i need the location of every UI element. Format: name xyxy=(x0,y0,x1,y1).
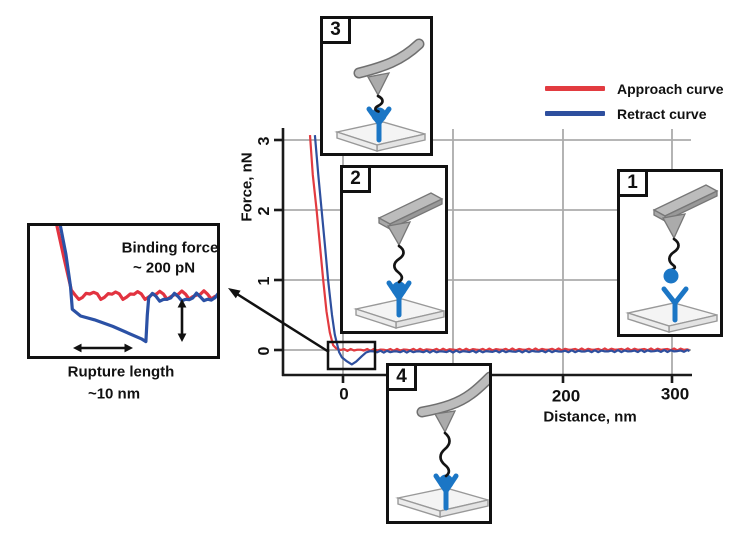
afm-schematic-2 xyxy=(353,192,445,329)
retract-curve-path xyxy=(313,135,690,366)
inset-box-4: 4 xyxy=(386,363,492,524)
x-tick-label-0: 0 xyxy=(339,384,349,404)
ligand-icon xyxy=(371,107,387,123)
ligand-icon xyxy=(438,474,454,490)
inset-1-number-badge: 1 xyxy=(617,169,648,197)
afm-schematic-3 xyxy=(334,38,426,152)
cantilever-icon xyxy=(416,371,489,418)
inset-box-2: 2 xyxy=(340,165,448,334)
inset-4-number-badge: 4 xyxy=(386,363,417,391)
detail-curves xyxy=(55,226,217,344)
retract-curve-legend-label: Retract curve xyxy=(617,106,707,122)
rupture-length-arrow xyxy=(73,343,133,353)
rupture-detail-plot xyxy=(55,226,217,353)
afm-schematic-4 xyxy=(395,371,489,518)
x-tick-label-200: 200 xyxy=(551,386,581,406)
afm-tip-icon xyxy=(366,72,391,97)
afm-schematic-1 xyxy=(625,184,719,333)
detail-annotation-arrow xyxy=(228,288,330,354)
rupture-length-label-line1: Rupture length xyxy=(67,363,175,381)
rupture-detail-inset xyxy=(27,223,220,359)
x-axis-title: Distance, nm xyxy=(543,408,637,426)
cantilever-icon xyxy=(652,184,719,223)
approach-curve-swatch xyxy=(545,86,605,91)
retract-curve-path xyxy=(58,226,217,344)
approach-curve-legend-label: Approach curve xyxy=(617,81,724,97)
afm-tip-icon xyxy=(433,410,457,434)
inset-3-number-badge: 3 xyxy=(320,16,351,44)
inset-box-1: 1 xyxy=(617,169,723,337)
linker-squiggle-icon xyxy=(439,431,451,478)
ligand-icon xyxy=(391,281,407,297)
binding-force-label-line2: ~ 200 pN xyxy=(132,259,196,277)
linker-squiggle-icon xyxy=(668,237,680,271)
receptor-icon xyxy=(661,286,689,323)
inset-box-3: 3 xyxy=(320,16,433,156)
cantilever-icon xyxy=(377,192,444,231)
substrate-icon xyxy=(395,487,489,518)
afm-tip-icon xyxy=(661,213,687,240)
binding-force-label-line1: Binding force xyxy=(121,239,219,257)
binding-force-arrow xyxy=(177,299,187,342)
linker-squiggle-icon xyxy=(374,94,384,113)
rupture-highlight-box xyxy=(326,340,377,371)
ligand-icon xyxy=(663,268,679,284)
linker-squiggle-icon xyxy=(393,244,405,284)
x-tick-label-300: 300 xyxy=(660,384,690,404)
rupture-length-label-line2: ~10 nm xyxy=(87,385,141,403)
inset-2-number-badge: 2 xyxy=(340,165,371,193)
retract-curve-swatch xyxy=(545,111,605,116)
cantilever-icon xyxy=(353,38,425,79)
afm-tip-icon xyxy=(386,221,412,247)
